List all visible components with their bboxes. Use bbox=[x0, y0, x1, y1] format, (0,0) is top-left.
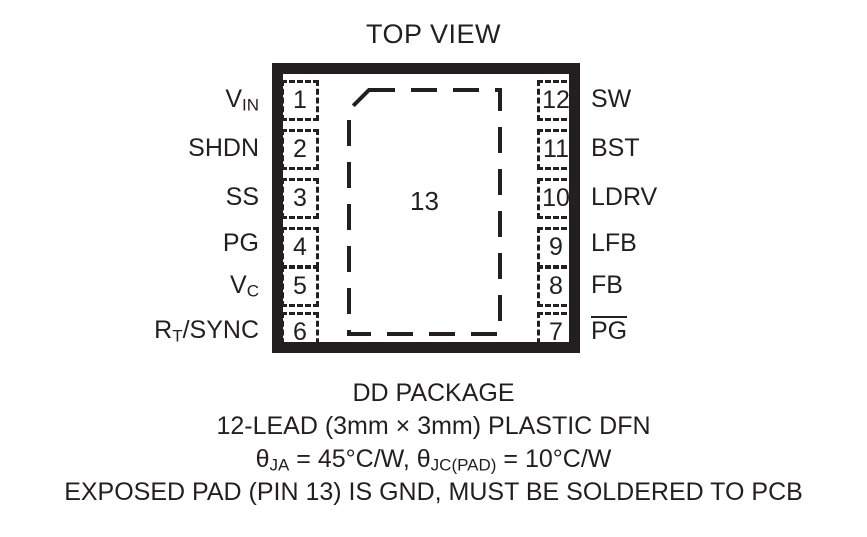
package-caption: DD PACKAGE 12-LEAD (3mm × 3mm) PLASTIC D… bbox=[0, 377, 867, 509]
diagram-title: TOP VIEW bbox=[365, 19, 502, 49]
pin-label-vc-sub: C bbox=[246, 281, 259, 301]
pin-label-vc: VC bbox=[230, 271, 259, 300]
theta-ja-symbol: θ bbox=[255, 445, 270, 473]
pin-box-4: 4 bbox=[281, 227, 319, 268]
pin-label-rt-sync: RT/SYNC bbox=[154, 316, 259, 345]
pin-label-fb: FB bbox=[591, 271, 623, 299]
pin-box-10: 10 bbox=[537, 178, 575, 219]
pin-box-8: 8 bbox=[537, 266, 575, 307]
caption-line-lead-count: 12-LEAD (3mm × 3mm) PLASTIC DFN bbox=[216, 412, 651, 440]
pin-label-pg-bar: PG bbox=[591, 316, 628, 345]
pin-label-lfb: LFB bbox=[591, 229, 637, 257]
pin-box-12: 12 bbox=[537, 80, 575, 121]
theta-jc-value: = 10°C/W bbox=[496, 445, 612, 473]
pin-box-9: 9 bbox=[537, 227, 575, 268]
pin-label-pg: PG bbox=[222, 229, 259, 257]
pin-box-6: 6 bbox=[281, 312, 319, 353]
pin-label-vin: VIN bbox=[225, 85, 259, 114]
theta-jc-sub: JC(PAD) bbox=[430, 455, 497, 475]
exposed-pad-number: 13 bbox=[410, 186, 439, 216]
pin-label-ss: SS bbox=[225, 183, 259, 211]
pin-box-3: 3 bbox=[281, 178, 319, 219]
pin-label-vin-text: V bbox=[225, 85, 242, 113]
pin-label-sync-suffix: /SYNC bbox=[182, 316, 259, 344]
theta-jc-symbol: θ bbox=[416, 445, 431, 473]
caption-line-package-name: DD PACKAGE bbox=[352, 379, 515, 407]
pin-label-vin-sub: IN bbox=[242, 95, 259, 115]
theta-ja-sub: JA bbox=[269, 455, 290, 475]
pin-label-shdn: SHDN bbox=[188, 134, 259, 162]
pin-label-bst: BST bbox=[591, 134, 640, 162]
pin-label-rt-sub: T bbox=[172, 326, 183, 346]
pin-box-7: 7 bbox=[537, 312, 575, 353]
pin-box-2: 2 bbox=[281, 129, 319, 170]
caption-line-exposed-pad-note: EXPOSED PAD (PIN 13) IS GND, MUST BE SOL… bbox=[64, 478, 803, 506]
pin-box-5: 5 bbox=[281, 266, 319, 307]
package-body-outline bbox=[272, 63, 580, 353]
pin-box-11: 11 bbox=[537, 129, 575, 170]
pin-label-ldrv: LDRV bbox=[591, 183, 658, 211]
theta-ja-value: = 45°C/W, bbox=[289, 445, 417, 473]
pin-label-pg-bar-text: PG bbox=[591, 316, 628, 345]
pin-label-sw: SW bbox=[591, 85, 632, 113]
pin-box-1: 1 bbox=[281, 80, 319, 121]
pin-label-rt-text: R bbox=[154, 316, 173, 344]
caption-line-thermal-resistance: θJA = 45°C/W, θJC(PAD) = 10°C/W bbox=[0, 443, 867, 476]
exposed-pad-outline bbox=[347, 88, 502, 336]
pin-label-vc-text: V bbox=[230, 271, 247, 299]
